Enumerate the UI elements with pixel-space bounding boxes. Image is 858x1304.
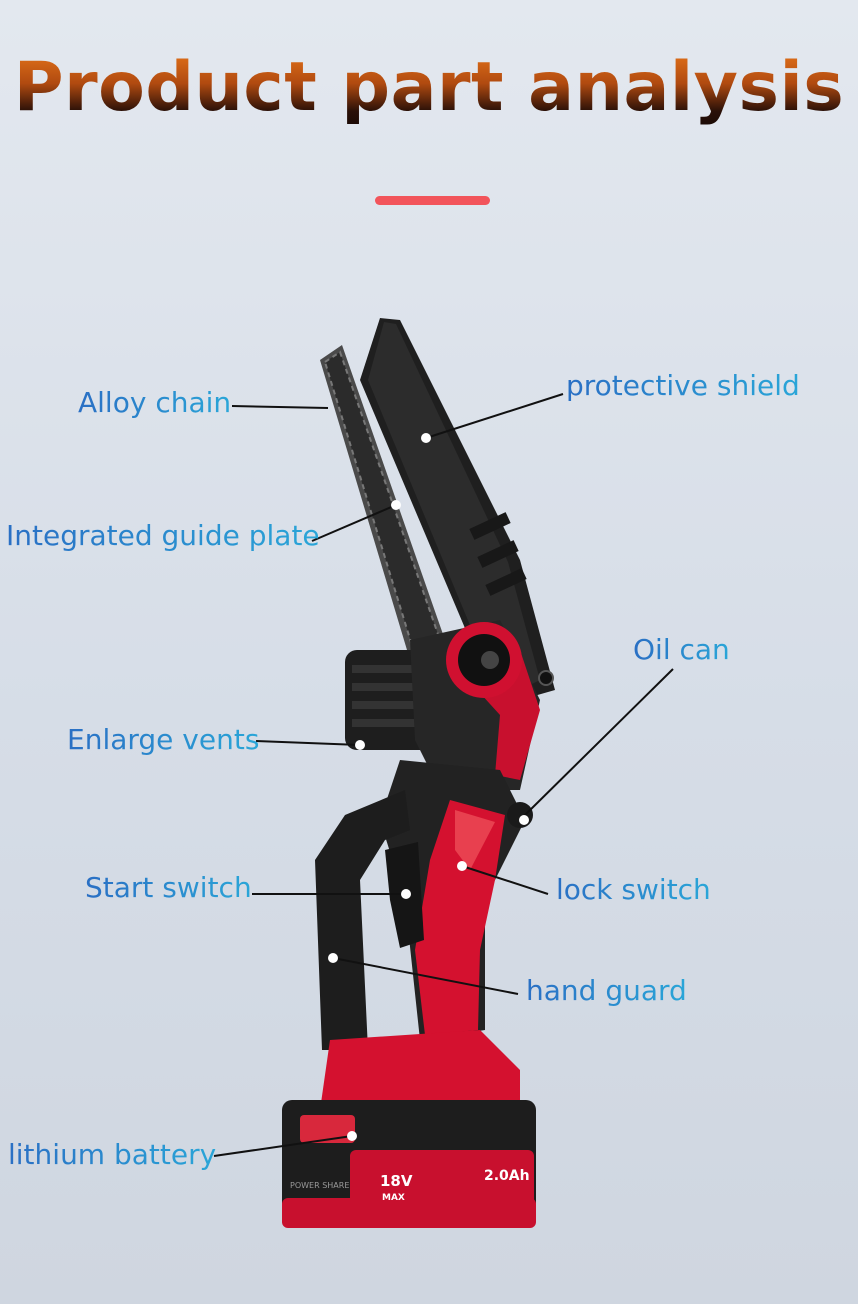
label-guide-plate: Integrated guide plate (6, 519, 320, 552)
guide-bar (320, 345, 445, 660)
handle-body (380, 760, 525, 1040)
callout-lines (213, 393, 674, 1157)
battery-voltage: 18V (380, 1172, 413, 1190)
battery-brand: POWER SHARE (290, 1181, 349, 1190)
battery-capacity: 2.0Ah (484, 1168, 530, 1184)
label-hand-guard: hand guard (526, 974, 687, 1007)
label-lock-switch: lock switch (556, 873, 711, 906)
label-start-switch: Start switch (85, 871, 252, 904)
battery-max: MAX (382, 1193, 405, 1203)
tension-knob (446, 622, 522, 698)
label-battery: lithium battery (8, 1138, 217, 1171)
label-alloy-chain: Alloy chain (78, 386, 232, 419)
hand-guard-shape (315, 790, 410, 1050)
battery-pack: 18V MAX 2.0Ah POWER SHARE (282, 1030, 536, 1228)
label-protective-shield: protective shield (566, 369, 800, 402)
page-title: Product part analysis (0, 48, 858, 127)
label-oil-can: Oil can (633, 633, 730, 666)
oil-cap (507, 802, 533, 828)
label-vents: Enlarge vents (67, 723, 260, 756)
title-underline (375, 196, 490, 205)
protective-shield-shape (360, 318, 555, 700)
callout-dots (328, 433, 529, 1141)
